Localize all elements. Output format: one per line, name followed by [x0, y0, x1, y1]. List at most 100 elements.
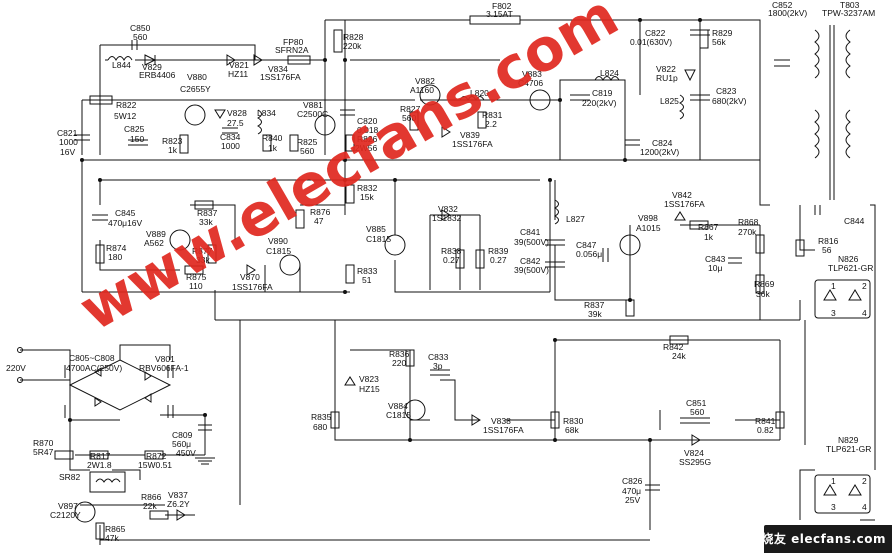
diode-v832 — [441, 209, 451, 221]
label-r841-val: 0.82 — [757, 425, 774, 435]
terminal-ac-1 — [17, 347, 23, 353]
label-r868-val: 270k — [738, 227, 757, 237]
inductor-l820 — [459, 96, 485, 102]
transistor-v898 — [619, 234, 641, 256]
resistor-r842 — [669, 335, 689, 345]
label-r823: R823 — [162, 136, 183, 146]
label-r876-val: 47 — [314, 216, 324, 226]
label-v838: V838 — [491, 416, 511, 426]
label-c825-val: 150 — [130, 134, 144, 144]
label-v822-val: RU1p — [656, 73, 678, 83]
label-v882: V882 — [415, 76, 435, 86]
label-c820: C820 — [357, 116, 378, 126]
label-r869: R869 — [754, 279, 775, 289]
label-v832-val: 1S1832 — [432, 213, 462, 223]
label-c805: C805~C808 — [69, 353, 115, 363]
label-r867: R867 — [698, 222, 719, 232]
label-l834: L834 — [257, 108, 276, 118]
resistor-r838 — [455, 249, 465, 269]
label-c826: C826 — [622, 476, 643, 486]
label-v870-val: 1SS176FA — [232, 282, 273, 292]
label-c834-val: 1000 — [221, 141, 240, 151]
label-r822-val: 5W12 — [114, 111, 136, 121]
label-v832: V832 — [438, 204, 458, 214]
label-r836-val: 220 — [392, 358, 406, 368]
label-v884: V884 — [388, 401, 408, 411]
label-c826-val: 470μ — [622, 486, 641, 496]
resistor-r876 — [295, 209, 305, 229]
label-c845: C845 — [115, 208, 136, 218]
label-l844: L844 — [112, 60, 131, 70]
label-v880-val: C2655Y — [180, 84, 211, 94]
label-r837-val: 33k — [199, 217, 213, 227]
label-r837: R837 — [197, 208, 218, 218]
label-pin3b: 3 — [831, 502, 836, 512]
label-pin2b: 2 — [862, 476, 867, 486]
label-r876: R876 — [310, 207, 331, 217]
component-labels: F802 3.15AT C852 1800(2kV) T803 TPW-3237… — [6, 0, 875, 543]
label-v880: V880 — [187, 72, 207, 82]
label-c819: C819 — [592, 88, 613, 98]
label-r840: R840 — [262, 133, 283, 143]
label-v882-val: A1160 — [410, 85, 434, 95]
resistor-r836 — [405, 349, 415, 367]
label-r841: R841 — [755, 416, 776, 426]
resistor-r867 — [689, 220, 709, 230]
label-c822: C822 — [645, 28, 666, 38]
label-v838-val: 1SS176FA — [483, 425, 524, 435]
label-r836: R836 — [389, 349, 410, 359]
label-v834: V834 — [268, 64, 288, 74]
label-c809: C809 — [172, 430, 193, 440]
label-c820-val: 0.018 — [357, 125, 379, 135]
resistor-r865 — [95, 522, 105, 540]
bridge-rectifier-v801 — [68, 359, 172, 411]
resistor-r822 — [89, 95, 113, 105]
label-pin1b: 1 — [831, 476, 836, 486]
label-r822: R822 — [116, 100, 137, 110]
label-v823-val: HZ15 — [359, 384, 380, 394]
resistor-r831 — [477, 111, 487, 129]
label-v884-val: C1815 — [386, 410, 411, 420]
label-v821-val: HZ11 — [228, 69, 248, 79]
label-r840-val: 1k — [268, 143, 278, 153]
label-n829: N829 — [838, 435, 859, 445]
resistor-r866 — [149, 510, 169, 520]
label-pin2: 2 — [862, 281, 867, 291]
label-r827: R827 — [400, 104, 421, 114]
label-v821: V821 — [229, 60, 249, 70]
zener-v821 — [226, 54, 236, 66]
resistor-r869 — [755, 274, 765, 294]
label-v883: V883 — [522, 69, 542, 79]
label-c843-val: 10μ — [708, 263, 722, 273]
inductor-l824 — [594, 76, 620, 82]
resistor-r837 — [194, 200, 214, 210]
label-v834-val: 1SS176FA — [260, 72, 301, 82]
label-r838: R838 — [441, 246, 462, 256]
label-r829: R829 — [712, 28, 733, 38]
label-c845-val: 470μ16V — [108, 218, 143, 228]
label-c842: C842 — [520, 256, 541, 266]
label-r870: R870 — [33, 438, 54, 448]
transistor-v881 — [314, 114, 336, 136]
inductor-l827 — [553, 199, 559, 225]
label-v889: V889 — [146, 229, 166, 239]
transistor-v880 — [184, 104, 206, 126]
label-v822: V822 — [656, 64, 676, 74]
resistor-r840 — [262, 134, 272, 152]
label-r830-val: 68k — [565, 425, 579, 435]
label-v885: V885 — [366, 224, 386, 234]
resistor-fp80 — [287, 55, 311, 65]
label-r823-val: 1k — [168, 145, 178, 155]
label-c847-val: 0.056μ — [576, 249, 602, 259]
label-r816-val: 56 — [822, 245, 832, 255]
label-v824: V824 — [684, 448, 704, 458]
corner-logo-text: 电子发烧友 elecfans.com — [723, 532, 886, 546]
label-n826: N826 — [838, 254, 859, 264]
zener-v823 — [344, 376, 356, 386]
diode-v842 — [674, 211, 686, 221]
inductor-l825 — [678, 94, 684, 120]
label-v801: V801 — [155, 354, 175, 364]
label-r839-val: 0.27 — [490, 255, 507, 265]
zener-v837 — [176, 509, 186, 521]
label-fp80: FP80 — [283, 37, 304, 47]
